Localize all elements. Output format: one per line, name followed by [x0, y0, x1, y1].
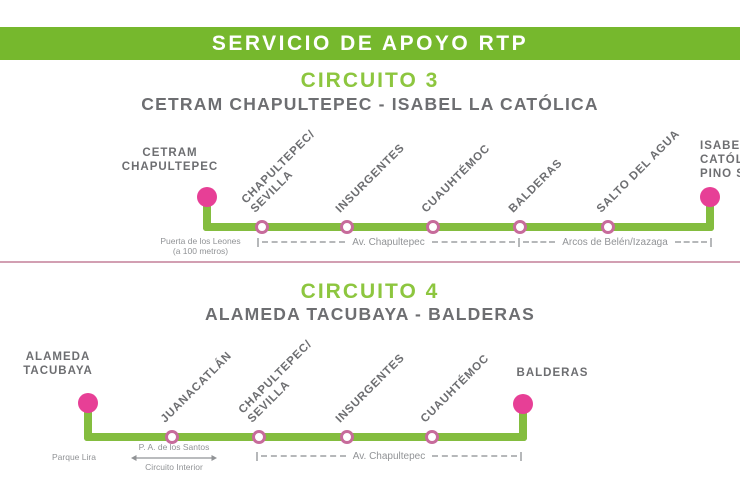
- station-dot: [426, 220, 440, 234]
- c3-route-elbow-right: [706, 197, 714, 231]
- circuit3-subtitle: CETRAM CHAPULTEPEC - ISABEL LA CATÓLICA: [141, 94, 599, 114]
- road-label: Arcos de Belén/Izazaga: [562, 236, 668, 248]
- station-dot: [601, 220, 615, 234]
- crossing-label-bottom: Circuito Interior: [145, 461, 203, 472]
- tick-mark: [257, 237, 259, 247]
- tick-mark: [256, 451, 258, 461]
- dashed-guide: [431, 241, 515, 243]
- c4-terminal-dot-right: [513, 394, 533, 414]
- station-label: SALTO DEL AGUA: [594, 127, 683, 216]
- tick-mark: [710, 237, 712, 247]
- c4-road-annotation: Av. Chapultepec: [256, 450, 522, 462]
- double-arrow-icon: [131, 454, 217, 461]
- dashed-guide: [261, 455, 346, 457]
- c3-terminal-label-right: ISABEL LA CATÓLICA / PINO SUÁREZ: [700, 140, 740, 180]
- c4-route-line: [84, 433, 527, 441]
- circuit4-subtitle: ALAMEDA TACUBAYA - BALDERAS: [205, 304, 535, 324]
- road-label: Av. Chapultepec: [352, 450, 426, 462]
- tick-mark: [518, 237, 520, 247]
- station-dot: [513, 220, 527, 234]
- station-dot: [340, 430, 354, 444]
- c4-route-elbow-left: [84, 403, 92, 441]
- c3-road-annotation-2: Arcos de Belén/Izazaga: [518, 236, 712, 248]
- c4-terminal-note: Parque Lira: [52, 452, 96, 462]
- station-label: JUANACATLÁN: [158, 349, 235, 426]
- c4-terminal-dot-left: [78, 393, 98, 413]
- c3-route-line: [203, 223, 714, 231]
- station-dot: [340, 220, 354, 234]
- station-label: INSURGENTES: [333, 351, 408, 426]
- c3-terminal-note: Puerta de los Leones (a 100 metros): [160, 236, 241, 256]
- station-label: INSURGENTES: [333, 141, 408, 216]
- station-label: CHAPULTEPEC/ SEVILLA: [236, 338, 315, 426]
- c3-terminal-dot-right: [700, 187, 720, 207]
- page-title: SERVICIO DE APOYO RTP: [211, 31, 529, 55]
- station-dot: [252, 430, 266, 444]
- c3-route-elbow-left: [203, 197, 211, 231]
- c3-road-annotation-1: Av. Chapultepec: [257, 236, 518, 248]
- crossing-label-top: P. A. de los Santos: [138, 442, 210, 452]
- section-divider: [0, 261, 740, 263]
- c4-crossing-annotation: P. A. de los Santos Circuito Interior: [130, 442, 218, 472]
- station-label: CUAUHTÉMOC: [418, 352, 492, 426]
- c4-terminal-label-left: ALAMEDA TACUBAYA: [23, 351, 93, 377]
- header-bar: SERVICIO DE APOYO RTP: [0, 27, 740, 60]
- station-dot: [425, 430, 439, 444]
- dashed-guide: [432, 455, 517, 457]
- dashed-guide: [523, 241, 556, 243]
- tick-mark: [520, 451, 522, 461]
- c3-terminal-dot-left: [197, 187, 217, 207]
- c3-terminal-label-left: CETRAM CHAPULTEPEC: [121, 147, 219, 173]
- circuit4-title: CIRCUITO 4: [300, 280, 440, 303]
- dashed-guide: [262, 241, 346, 243]
- station-dot: [255, 220, 269, 234]
- c4-terminal-label-right: BALDERAS: [516, 367, 589, 379]
- circuit3-title: CIRCUITO 3: [300, 69, 440, 92]
- station-label: CUAUHTÉMOC: [419, 142, 493, 216]
- station-dot: [165, 430, 179, 444]
- station-label: CHAPULTEPEC/ SEVILLA: [239, 128, 318, 216]
- dashed-guide: [674, 241, 707, 243]
- station-label: BALDERAS: [506, 157, 566, 216]
- road-label: Av. Chapultepec: [352, 236, 425, 248]
- c4-route-elbow-right: [519, 404, 527, 441]
